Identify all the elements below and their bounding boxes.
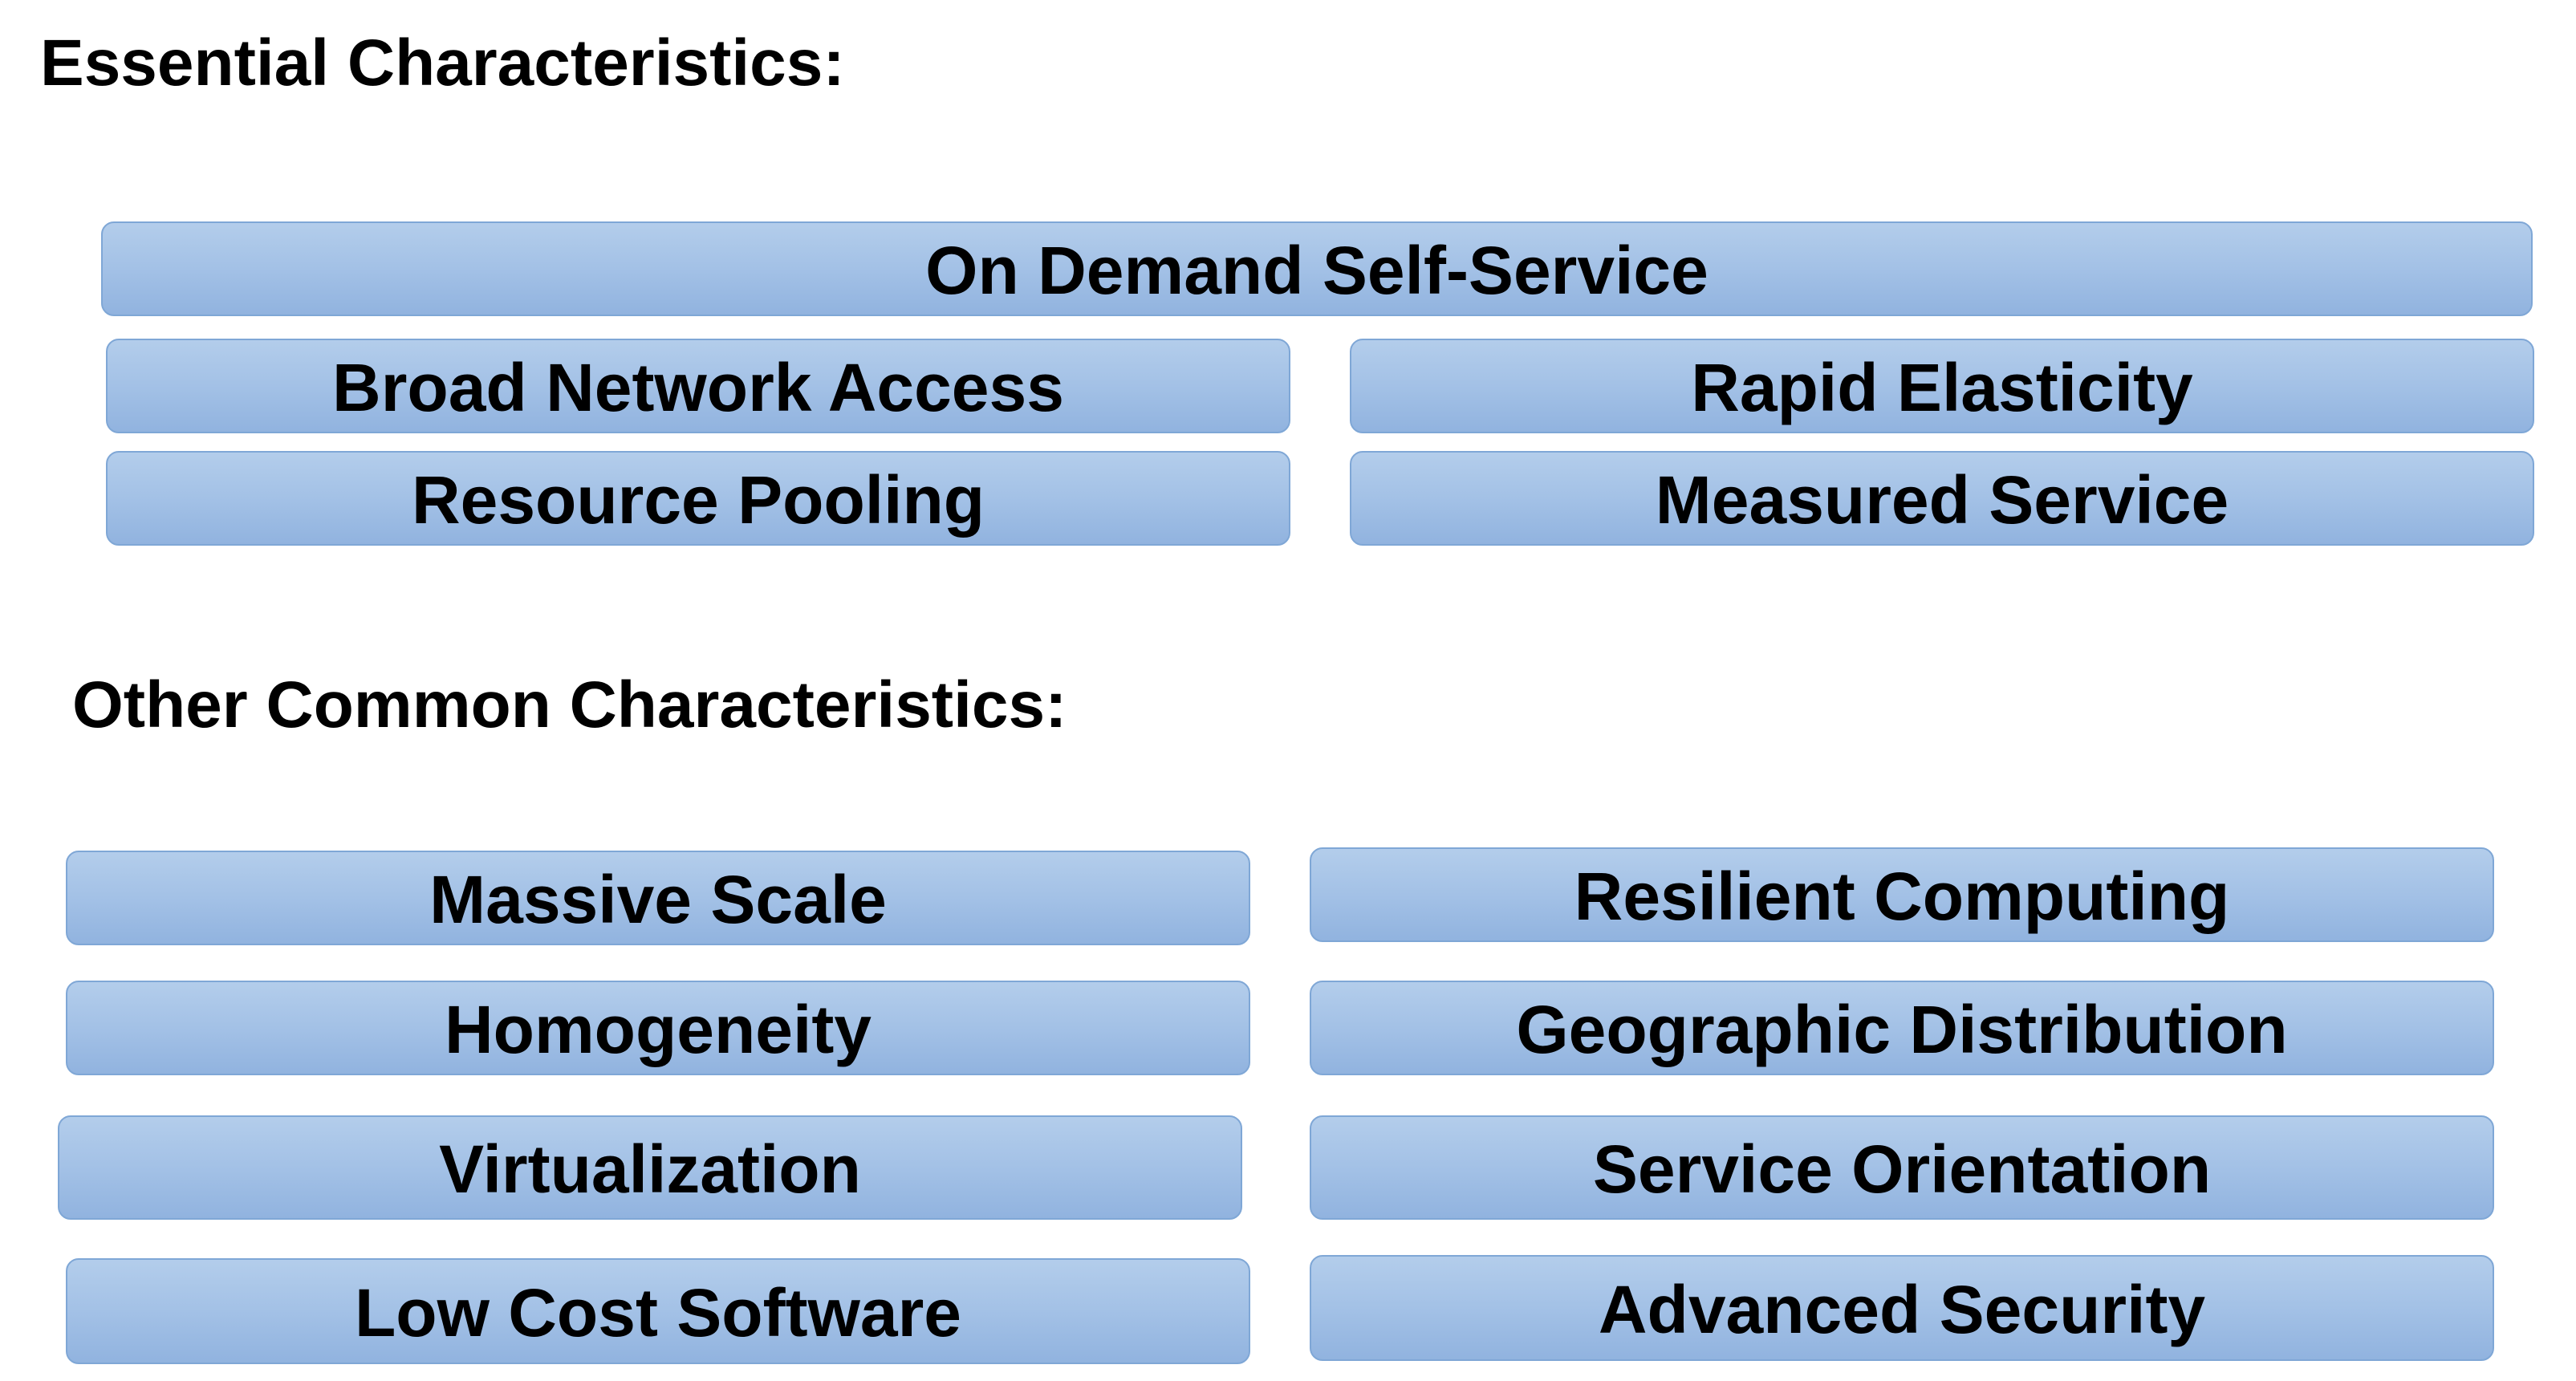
box-label: Massive Scale xyxy=(429,862,887,937)
box-service-orientation: Service Orientation xyxy=(1310,1115,2494,1220)
box-label: Low Cost Software xyxy=(354,1275,962,1351)
box-on-demand-self-service: On Demand Self-Service xyxy=(101,221,2533,316)
box-label: Advanced Security xyxy=(1598,1272,2206,1347)
box-label: Broad Network Access xyxy=(332,350,1064,425)
box-massive-scale: Massive Scale xyxy=(66,851,1250,945)
box-label: Measured Service xyxy=(1655,462,2229,538)
essential-characteristics-heading: Essential Characteristics: xyxy=(40,26,845,100)
box-advanced-security: Advanced Security xyxy=(1310,1255,2494,1361)
box-label: Service Orientation xyxy=(1592,1131,2212,1207)
box-virtualization: Virtualization xyxy=(58,1115,1242,1220)
box-resource-pooling: Resource Pooling xyxy=(106,451,1290,546)
box-label: Homogeneity xyxy=(444,992,872,1067)
box-geographic-distribution: Geographic Distribution xyxy=(1310,981,2494,1075)
box-label: Resource Pooling xyxy=(411,462,985,538)
box-label: Geographic Distribution xyxy=(1516,992,2288,1067)
box-rapid-elasticity: Rapid Elasticity xyxy=(1350,339,2534,433)
box-label: Virtualization xyxy=(439,1131,861,1207)
box-low-cost-software: Low Cost Software xyxy=(66,1258,1250,1364)
box-label: Rapid Elasticity xyxy=(1691,350,2193,425)
box-label: Resilient Computing xyxy=(1574,859,2230,934)
box-label: On Demand Self-Service xyxy=(925,233,1709,308)
other-characteristics-heading: Other Common Characteristics: xyxy=(72,668,1067,741)
box-homogeneity: Homogeneity xyxy=(66,981,1250,1075)
box-measured-service: Measured Service xyxy=(1350,451,2534,546)
box-broad-network-access: Broad Network Access xyxy=(106,339,1290,433)
box-resilient-computing: Resilient Computing xyxy=(1310,847,2494,942)
